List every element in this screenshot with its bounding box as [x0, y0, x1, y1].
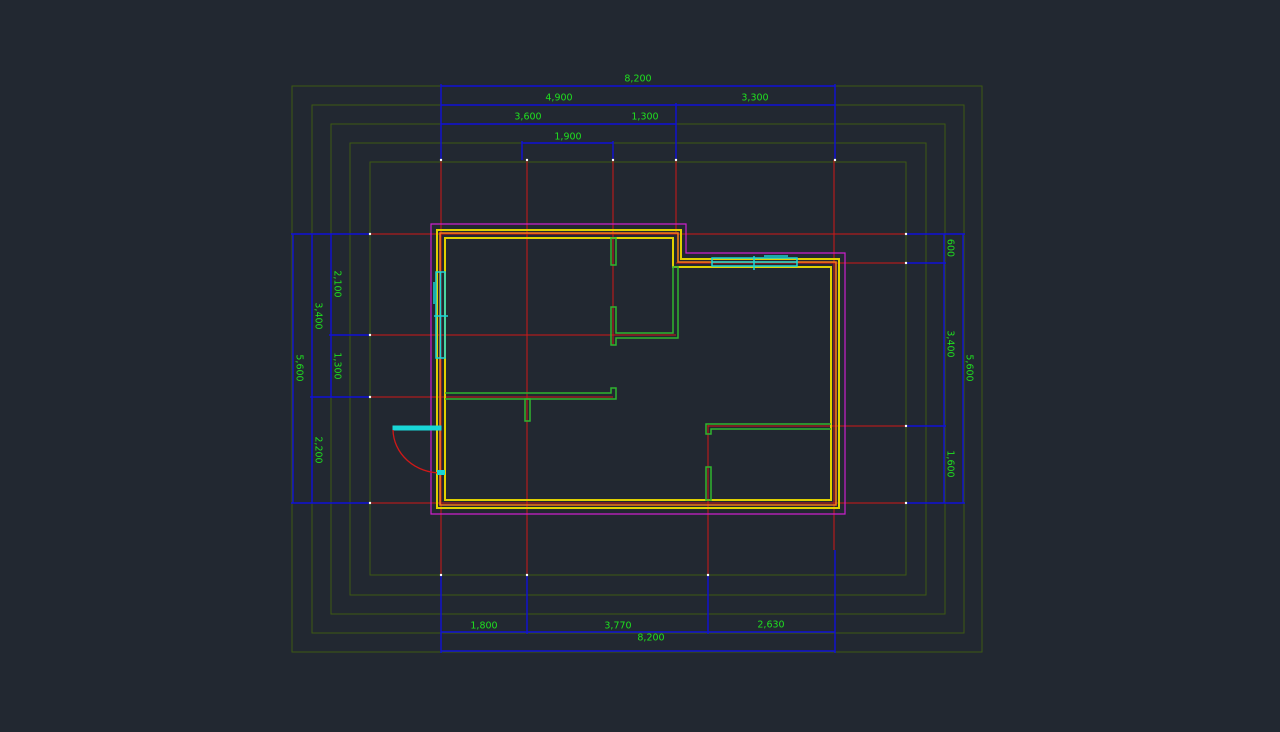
dimension-ticks	[368, 158, 908, 577]
entry-door	[392, 425, 445, 475]
dim-bottom-overall: 8,200	[637, 633, 664, 644]
building-outline	[430, 223, 846, 515]
axis-lines	[370, 160, 906, 575]
offset-frames	[291, 85, 983, 653]
dim-left-upper-b: 1,300	[332, 352, 343, 379]
exterior-wall-outer	[436, 229, 840, 509]
door-swing-arc	[392, 429, 442, 474]
dim-right-middle: 3,400	[945, 330, 956, 357]
partition-horizontal-right	[705, 423, 831, 435]
interior-partitions	[445, 237, 831, 501]
dim-top-row3-left: 3,600	[514, 112, 541, 123]
offset-frame-5	[369, 161, 907, 576]
offset-frame-2	[311, 104, 965, 634]
dim-top-row3-right: 1,300	[631, 112, 658, 123]
windows	[433, 255, 798, 359]
dim-bottom-seg1: 1,800	[470, 621, 497, 632]
partition-horizontal-left	[445, 387, 617, 400]
partition-stub-middle	[524, 398, 531, 422]
dim-top-row2-right: 3,300	[741, 93, 768, 104]
partition-room-corner	[610, 266, 679, 346]
exterior-wall-inner	[439, 232, 837, 506]
dim-right-bottom: 1,600	[945, 450, 956, 477]
partition-stub-top	[610, 237, 617, 266]
dim-top-overall: 8,200	[624, 74, 651, 85]
partition-stub-bottom	[705, 466, 712, 501]
exterior-wall-inner-face	[444, 237, 832, 501]
door-jamb-bottom	[437, 470, 445, 475]
door-leaf	[392, 425, 442, 431]
dim-left-upper: 3,400	[313, 302, 324, 329]
dim-left-lower: 2,200	[313, 436, 324, 463]
dim-bottom-seg3: 2,630	[757, 620, 784, 631]
dim-left-overall: 5,600	[294, 354, 305, 381]
offset-frame-3	[330, 123, 946, 615]
dim-top-row2-left: 4,900	[545, 93, 572, 104]
offset-frame-1	[291, 85, 983, 653]
dim-right-top: 600	[945, 239, 956, 257]
offset-frame-4	[349, 142, 927, 596]
dim-top-row4: 1,900	[554, 132, 581, 143]
dimension-lines	[291, 84, 965, 653]
dim-bottom-seg2: 3,770	[604, 621, 631, 632]
dim-left-upper-a: 2,100	[332, 270, 343, 297]
dim-right-overall: 5,600	[964, 354, 975, 381]
